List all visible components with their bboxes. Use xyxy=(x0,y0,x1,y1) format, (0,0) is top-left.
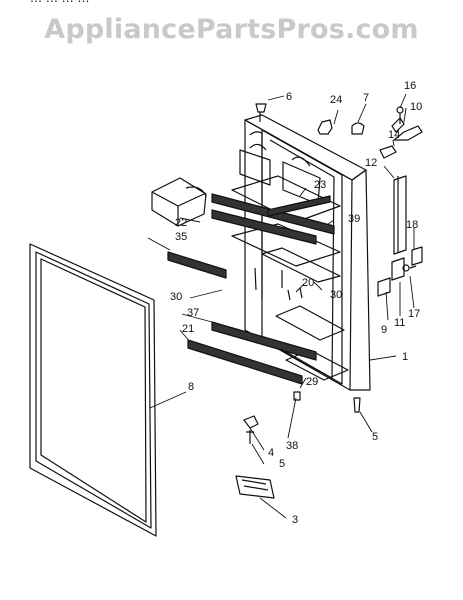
callout-38: 38 xyxy=(286,440,298,452)
callout-labels: 16 6 24 7 10 14 12 23 22 39 18 35 30 20 … xyxy=(170,80,422,526)
callout-17: 17 xyxy=(408,308,420,320)
door-gasket xyxy=(29,243,157,537)
leader-lines xyxy=(147,93,415,519)
callout-4: 4 xyxy=(268,447,274,459)
top-hinge-parts xyxy=(255,103,423,159)
callout-21: 21 xyxy=(182,323,194,335)
callout-30-left: 30 xyxy=(170,291,182,303)
callout-11: 11 xyxy=(394,317,405,329)
cut-off-header-text: … … … … xyxy=(30,0,89,5)
callout-18: 18 xyxy=(406,219,418,231)
callout-12: 12 xyxy=(365,157,377,169)
butter-door xyxy=(151,177,207,227)
hinge-cover xyxy=(235,475,275,499)
callout-6: 6 xyxy=(286,91,292,103)
callout-16: 16 xyxy=(404,80,416,92)
callout-30-right: 30 xyxy=(330,289,342,301)
callout-8: 8 xyxy=(188,381,194,393)
callout-3: 3 xyxy=(292,514,298,526)
callout-14: 14 xyxy=(388,129,400,141)
callout-7: 7 xyxy=(363,92,369,104)
callout-24: 24 xyxy=(330,94,342,106)
callout-29: 29 xyxy=(306,376,318,388)
callout-22: 22 xyxy=(175,217,187,229)
callout-35: 35 xyxy=(175,231,187,243)
shelf-rails xyxy=(167,193,335,385)
callout-9: 9 xyxy=(381,324,387,336)
callout-1: 1 xyxy=(402,351,408,363)
callout-5-right: 5 xyxy=(372,431,378,443)
callout-39: 39 xyxy=(348,213,360,225)
hinge-assembly xyxy=(377,175,423,297)
callout-10: 10 xyxy=(410,101,422,113)
callout-23: 23 xyxy=(314,179,326,191)
callout-20: 20 xyxy=(302,277,314,289)
callout-37: 37 xyxy=(187,307,199,319)
cut-off-header: … … … … xyxy=(0,0,463,6)
screws xyxy=(243,391,361,444)
watermark: AppliancePartsPros.com xyxy=(44,14,419,45)
callout-5-lower: 5 xyxy=(279,458,285,470)
